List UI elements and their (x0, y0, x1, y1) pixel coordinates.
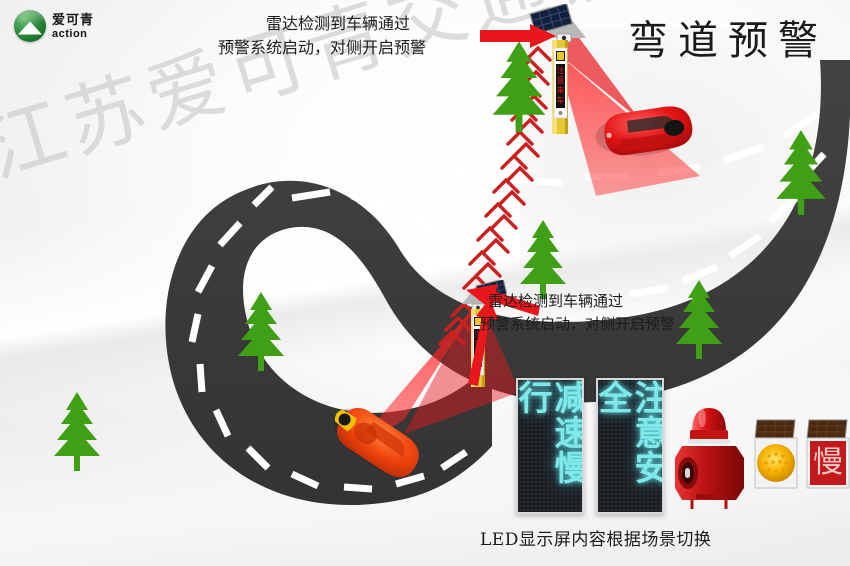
page-title: 弯道预警 (628, 18, 828, 64)
lower-car (333, 407, 419, 478)
tree-5 (672, 278, 726, 360)
logo-text-cn: 爱可青 (52, 11, 95, 27)
led-board-right[interactable]: 注意安全 (596, 378, 664, 514)
led-board-left[interactable]: 减速慢行 (516, 378, 584, 514)
company-logo: 爱可青 action (14, 10, 94, 42)
svg-text:意: 意 (557, 75, 565, 85)
callout-bottom-line2: 预警系统启动，对侧开启预警 (480, 315, 676, 334)
svg-text:来: 来 (475, 349, 482, 357)
tree-4 (516, 218, 570, 300)
solar-slow-sign-text: 慢 (813, 445, 843, 480)
led-dot-matrix (598, 380, 662, 512)
lane-markings (188, 111, 827, 493)
led-dot-matrix (518, 380, 582, 512)
callout-top: 雷达检测到车辆通过 预警系统启动，对侧开启预警 (218, 12, 426, 60)
tree-2 (50, 390, 104, 472)
led-caption: LED显示屏内容根据场景切换 (480, 530, 712, 550)
alarm-siren[interactable] (672, 398, 746, 515)
led-board-right-text: 注意安全 (596, 380, 664, 485)
tree-1 (234, 290, 288, 372)
tree-6 (772, 128, 830, 216)
svg-text:来: 来 (557, 86, 565, 95)
svg-text:车: 车 (475, 357, 482, 366)
led-board-left-text: 减速慢行 (516, 380, 584, 485)
tree-3 (488, 38, 550, 134)
upper-warning-pole[interactable]: 注意 来车 (524, 2, 596, 136)
solar-beacon-lamp[interactable] (754, 418, 798, 501)
callout-bottom: 雷达检测到车辆通过 预警系统启动，对侧开启预警 (480, 290, 675, 337)
upper-car (595, 106, 693, 156)
road-surface (165, 60, 850, 506)
solar-slow-sign[interactable]: 慢 (806, 418, 850, 501)
svg-text:意: 意 (475, 339, 482, 348)
callout-bottom-line1: 雷达检测到车辆通过 (488, 292, 624, 310)
svg-text:注: 注 (557, 65, 565, 75)
svg-text:车: 车 (557, 95, 565, 105)
logo-text-en: action (52, 27, 88, 40)
callout-top-line1: 雷达检测到车辆通过 (266, 14, 411, 33)
callout-top-line2: 预警系统启动，对侧开启预警 (218, 38, 427, 57)
logo-mark-icon (14, 10, 46, 42)
